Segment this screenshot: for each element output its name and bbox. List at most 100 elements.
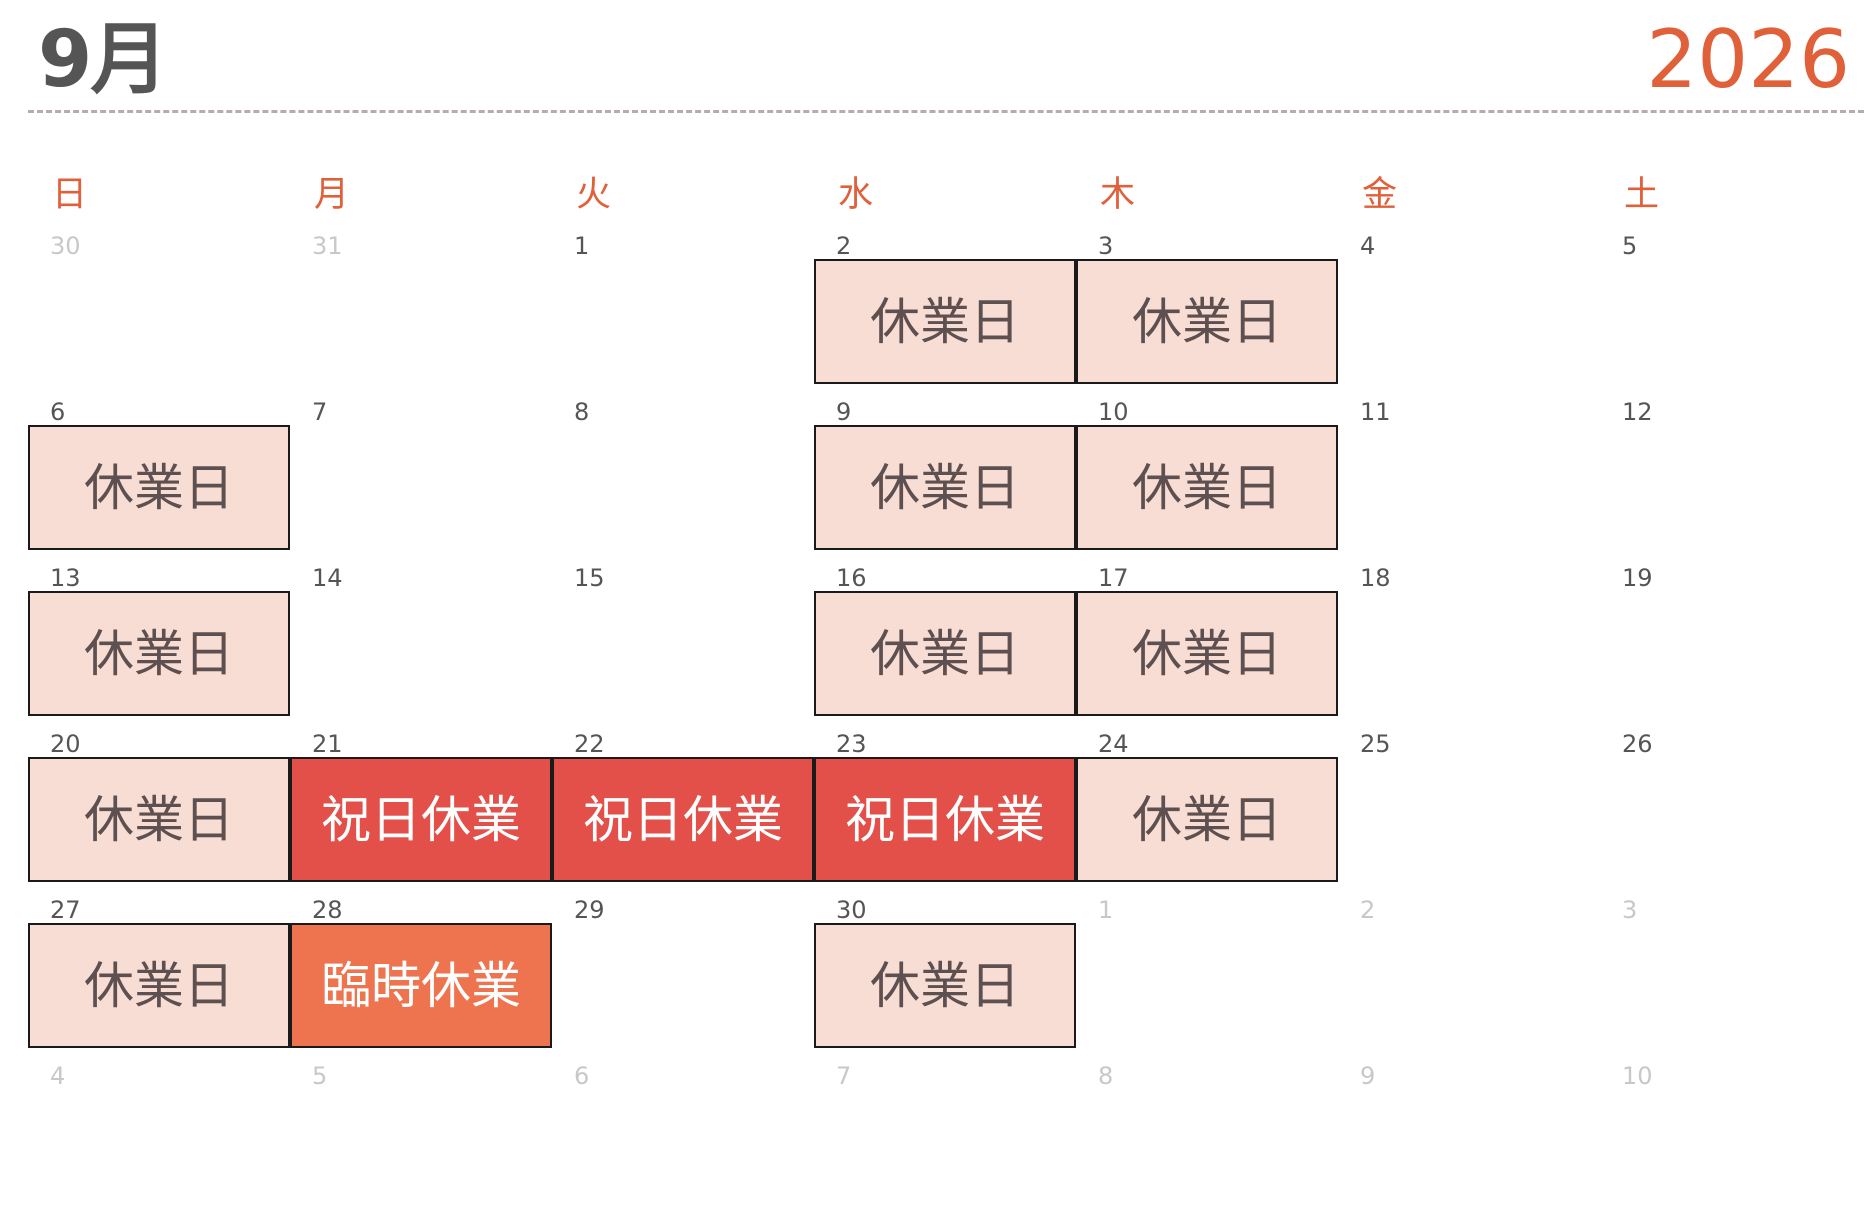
calendar-day-cell[interactable]: 7 (290, 392, 552, 558)
day-number: 25 (1360, 730, 1391, 758)
temporary-closed-badge: 臨時休業 (290, 923, 552, 1048)
calendar-day-cell[interactable]: 14 (290, 558, 552, 724)
day-number: 30 (50, 232, 81, 260)
calendar-day-cell[interactable]: 8 (1076, 1056, 1338, 1222)
day-number: 6 (50, 398, 66, 426)
calendar-day-cell[interactable]: 19 (1600, 558, 1862, 724)
closed-day-badge: 休業日 (814, 259, 1076, 384)
day-number: 27 (50, 896, 81, 924)
day-number: 12 (1622, 398, 1653, 426)
weekday-label: 火 (576, 175, 612, 215)
calendar-day-cell[interactable]: 6 (552, 1056, 814, 1222)
weekday-label: 土 (1624, 175, 1660, 215)
day-number: 19 (1622, 564, 1653, 592)
calendar-day-cell[interactable]: 1 (1076, 890, 1338, 1056)
day-number: 29 (574, 896, 605, 924)
day-number: 1 (574, 232, 590, 260)
holiday-closed-badge: 祝日休業 (552, 757, 814, 882)
closed-day-badge: 休業日 (28, 591, 290, 716)
calendar-day-cell[interactable]: 2 (1338, 890, 1600, 1056)
day-number: 21 (312, 730, 343, 758)
calendar-day-cell[interactable]: 30 (28, 226, 290, 392)
calendar-day-cell[interactable]: 5 (1600, 226, 1862, 392)
calendar-day-cell[interactable]: 29 (552, 890, 814, 1056)
day-number: 7 (836, 1062, 852, 1090)
calendar-day-cell[interactable]: 8 (552, 392, 814, 558)
day-number: 11 (1360, 398, 1391, 426)
day-number: 23 (836, 730, 867, 758)
day-number: 28 (312, 896, 343, 924)
calendar-day-cell[interactable]: 31 (290, 226, 552, 392)
weekday-label: 木 (1100, 175, 1136, 215)
closed-day-badge: 休業日 (28, 923, 290, 1048)
calendar-day-cell[interactable]: 11 (1338, 392, 1600, 558)
day-number: 17 (1098, 564, 1129, 592)
calendar-day-cell[interactable]: 26 (1600, 724, 1862, 890)
weekday-label: 日 (52, 175, 88, 215)
day-number: 3 (1098, 232, 1114, 260)
year-title: 2026 (1646, 13, 1850, 106)
day-number: 3 (1622, 896, 1638, 924)
closed-day-badge: 休業日 (28, 757, 290, 882)
holiday-closed-badge: 祝日休業 (290, 757, 552, 882)
day-number: 8 (574, 398, 590, 426)
day-number: 1 (1098, 896, 1114, 924)
day-number: 9 (836, 398, 852, 426)
calendar-day-cell[interactable]: 18 (1338, 558, 1600, 724)
closed-day-badge: 休業日 (1076, 425, 1338, 550)
day-number: 26 (1622, 730, 1653, 758)
day-number: 7 (312, 398, 328, 426)
day-number: 4 (50, 1062, 66, 1090)
day-number: 6 (574, 1062, 590, 1090)
calendar-day-cell[interactable]: 12 (1600, 392, 1862, 558)
day-number: 22 (574, 730, 605, 758)
weekday-label: 月 (314, 175, 350, 215)
calendar-day-cell[interactable]: 4 (1338, 226, 1600, 392)
closed-day-badge: 休業日 (28, 425, 290, 550)
calendar-day-cell[interactable]: 1 (552, 226, 814, 392)
day-number: 14 (312, 564, 343, 592)
closed-day-badge: 休業日 (1076, 757, 1338, 882)
calendar-day-cell[interactable]: 15 (552, 558, 814, 724)
calendar-day-cell[interactable]: 10 (1600, 1056, 1862, 1222)
calendar-day-cell[interactable]: 25 (1338, 724, 1600, 890)
day-number: 9 (1360, 1062, 1376, 1090)
day-number: 15 (574, 564, 605, 592)
day-number: 5 (312, 1062, 328, 1090)
calendar-day-cell[interactable]: 5 (290, 1056, 552, 1222)
day-number: 18 (1360, 564, 1391, 592)
day-number: 2 (1360, 896, 1376, 924)
calendar-day-cell[interactable]: 9 (1338, 1056, 1600, 1222)
month-title: 9月 (38, 15, 168, 105)
closed-day-badge: 休業日 (814, 591, 1076, 716)
calendar-day-cell[interactable]: 7 (814, 1056, 1076, 1222)
calendar-day-cell[interactable]: 4 (28, 1056, 290, 1222)
day-number: 30 (836, 896, 867, 924)
weekday-header-row: 日月火水木金土 (28, 170, 1864, 220)
day-number: 5 (1622, 232, 1638, 260)
closed-day-badge: 休業日 (1076, 591, 1338, 716)
calendar-day-cell[interactable]: 3 (1600, 890, 1862, 1056)
closed-day-badge: 休業日 (814, 923, 1076, 1048)
day-number: 8 (1098, 1062, 1114, 1090)
day-number: 13 (50, 564, 81, 592)
closed-day-badge: 休業日 (814, 425, 1076, 550)
day-number: 16 (836, 564, 867, 592)
